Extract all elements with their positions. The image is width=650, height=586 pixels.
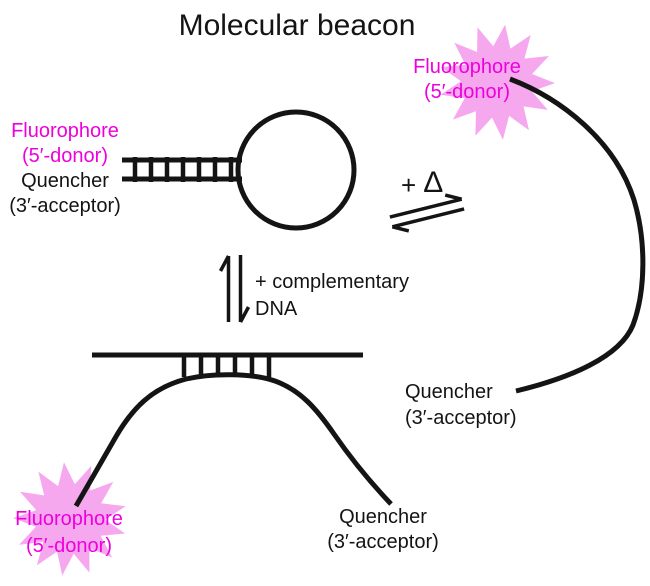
closed-beacon-labels: Fluorophore (5′-donor) Quencher (3′-acce… [0, 119, 130, 219]
quencher-site-label: (3′-acceptor) [405, 407, 517, 429]
fluorophore-site-label: (5′-donor) [25, 535, 112, 557]
hybridized-quencher-labels: Quencher (3′-acceptor) [298, 505, 468, 555]
fluorophore-label: Fluorophore [15, 508, 123, 530]
fluorophore-label: Fluorophore [413, 56, 521, 78]
page-title: Molecular beacon [178, 9, 416, 42]
fluorophore-starburst-icon [440, 24, 555, 140]
dna-line: DNA [255, 298, 298, 320]
dna-equilibrium-label: + complementary DNA [255, 269, 409, 323]
equilibrium-arrows-icon [218, 255, 251, 323]
delta-heat-symbol: Δ [423, 166, 444, 199]
hybridized-fluorophore-labels: Fluorophore (5′-donor) [0, 506, 139, 560]
quencher-label: Quencher [405, 381, 493, 403]
hairpin-structure [122, 109, 357, 231]
fluorophore-label: Fluorophore [11, 120, 119, 142]
hybridized-duplex-structure [73, 352, 393, 508]
quencher-site-label: (3′-acceptor) [327, 531, 439, 553]
equilibrium-arrows-icon [389, 193, 465, 233]
melted-beacon-quencher-labels: Quencher (3′-acceptor) [405, 379, 517, 431]
heat-equilibrium-label: + Δ [401, 166, 444, 200]
duplex-basepair-rungs [181, 353, 272, 377]
hairpin-loop-circle [235, 109, 357, 231]
fluorophore-site-label: (5′-donor) [21, 145, 108, 167]
complementary-line: + complementary [255, 271, 409, 293]
melted-beacon-fluorophore-labels: Fluorophore (5′-donor) [392, 55, 542, 105]
opened-beacon-strand [73, 372, 393, 508]
plus-sign: + [401, 170, 417, 200]
quencher-site-label: (3′-acceptor) [9, 195, 121, 217]
stem-basepair-rungs [132, 157, 234, 182]
fluorophore-site-label: (5′-donor) [423, 81, 510, 103]
quencher-label: Quencher [21, 170, 109, 192]
unfolded-beacon-strand [509, 76, 646, 394]
quencher-label: Quencher [339, 506, 427, 528]
fluorophore-starburst-icon [13, 462, 126, 576]
